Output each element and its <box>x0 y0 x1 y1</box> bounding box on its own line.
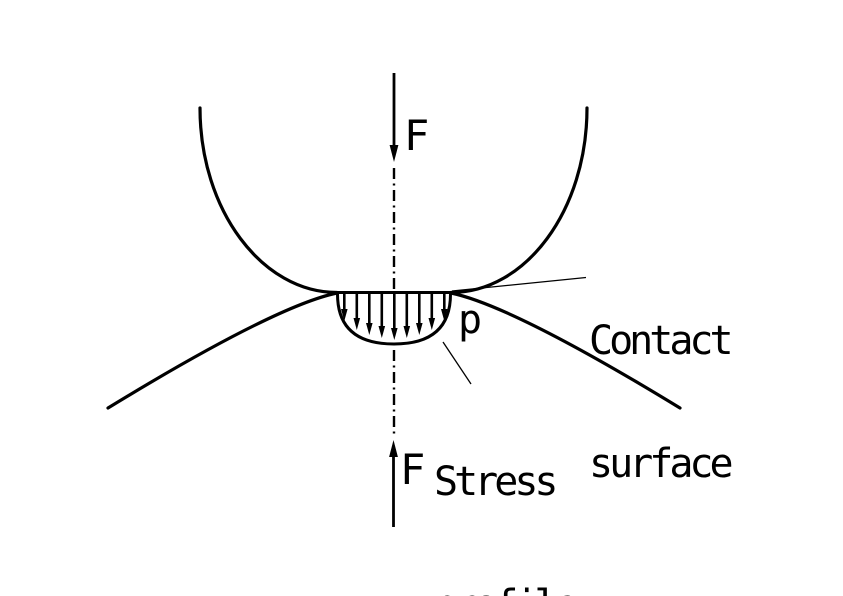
force-arrow-bottom <box>389 440 398 527</box>
stress-arrow-head-2 <box>366 323 373 335</box>
stress-profile-annotation: Stress profile <box>434 380 579 596</box>
stress-arrow-head-5 <box>403 326 411 338</box>
upper-body-left-curve <box>198 106 339 295</box>
force-arrow-bottom-head <box>389 440 398 457</box>
stress-profile-annotation-line2: profile <box>434 585 579 596</box>
stress-arrow-head-1 <box>353 318 361 330</box>
contact-surface-leader-line <box>451 276 587 292</box>
lower-body-left-curve <box>106 291 339 410</box>
upper-body-right-curve <box>449 106 589 295</box>
force-label-top: F <box>404 111 429 160</box>
force-label-bottom: F <box>400 445 425 494</box>
stress-arrow-head-4 <box>391 328 398 340</box>
stress-arrow-head-0 <box>341 309 348 321</box>
lower-body-right-curve <box>449 291 682 410</box>
stress-profile-annotation-line1: Stress <box>434 459 558 505</box>
stress-profile-leader-line <box>442 341 472 385</box>
contact-surface-annotation-line1: Contact <box>589 318 734 364</box>
stress-profile-curve <box>336 292 452 346</box>
stress-arrow-head-3 <box>378 326 386 338</box>
stress-arrow-head-7 <box>428 318 436 330</box>
contact-surface-annotation-line2: surface <box>589 441 734 487</box>
contact-surface-annotation: Contact surface <box>589 239 734 567</box>
stress-arrows <box>341 294 448 340</box>
force-arrow-top <box>389 73 399 162</box>
stress-arrow-head-8 <box>441 309 448 321</box>
force-arrow-top-head <box>389 145 399 162</box>
pressure-label: p <box>458 297 482 343</box>
stress-arrow-head-6 <box>416 323 423 335</box>
